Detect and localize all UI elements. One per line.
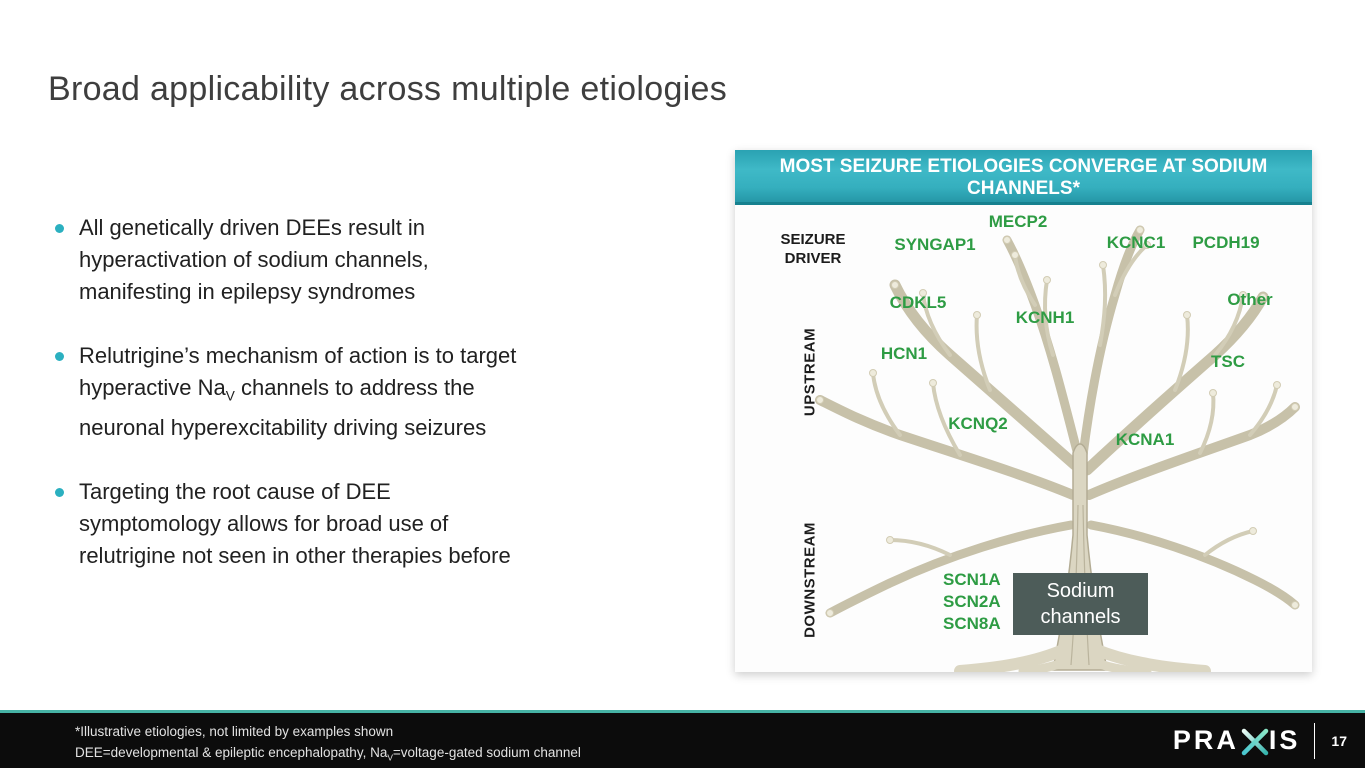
bullet-line: hyperactive NaV channels to address the [79,372,516,412]
bullet-line: relutrigine not seen in other therapies … [79,543,511,569]
bullet-line: neuronal hyperexcitability driving seizu… [79,415,487,441]
bullet-item: Relutrigine’s mechanism of action is to … [55,340,695,444]
rail-label-seizure-driver: SEIZURE DRIVER [780,231,846,267]
logo-letters: PRA [1172,725,1239,755]
gene-label-scn1a: SCN1A [943,570,1001,589]
bullet-item: All genetically driven DEEs result in hy… [55,212,695,308]
logo-divider [1314,722,1316,759]
praxis-logo: PRA IS [1173,725,1301,757]
bullet-text: Targeting the root cause of DEE symptomo… [79,476,511,572]
logo-letters: IS [1268,725,1301,755]
footer-logo-area: PRA IS 17 [1173,713,1347,768]
footnote-line-2: DEE=developmental & epileptic encephalop… [75,742,581,768]
nav-subscript: V [387,752,393,763]
bullet-list: All genetically driven DEEs result in hy… [55,212,695,604]
gene-label-other: Other [1227,290,1273,309]
gene-label-syngap1: SYNGAP1 [894,235,976,254]
gene-label-kcna1: KCNA1 [1115,430,1175,449]
bullet-text: Relutrigine’s mechanism of action is to … [79,340,516,444]
bullet-line: All genetically driven DEEs result in [79,215,426,240]
scn-gene-stack: SCN1A SCN2A SCN8A [943,569,1001,635]
bullet-dot [55,224,64,233]
gene-label-scn2a: SCN2A [943,592,1001,611]
page-title: Broad applicability across multiple etio… [48,70,728,108]
bullet-line-part: channels to address the [234,375,475,400]
bullet-line: symptomology allows for broad use of [79,511,449,537]
sodium-channels-box: Sodium channels [1013,573,1148,635]
bullet-line: Relutrigine’s mechanism of action is to … [79,343,517,368]
gene-label-kcnq2: KCNQ2 [948,414,1008,433]
page-number: 17 [1331,732,1347,749]
footnote-part: =voltage-gated sodium channel [392,745,581,760]
gene-label-cdkl5: CDKL5 [889,293,947,312]
gene-label-kcnh1: KCNH1 [1015,308,1075,327]
bullet-line-part: hyperactive Na [79,375,226,400]
bullet-item: Targeting the root cause of DEE symptomo… [55,476,695,572]
gene-label-kcnc1: KCNC1 [1106,233,1166,252]
gene-label-mecp2: MECP2 [988,212,1048,231]
nav-subscript: V [225,388,235,404]
bullet-line: hyperactivation of sodium channels, [79,247,429,272]
gene-label-scn8a: SCN8A [943,614,1001,633]
rail-label-upstream: UPSTREAM [801,327,819,417]
praxis-x-icon [1241,728,1269,755]
bullet-line: Targeting the root cause of DEE [79,479,391,505]
gene-label-pcdh19: PCDH19 [1192,233,1260,252]
rail-label-downstream: DOWNSTREAM [801,522,819,638]
footer-bar: *Illustrative etiologies, not limited by… [0,710,1365,768]
etiology-panel: MOST SEIZURE ETIOLOGIES CONVERGE AT SODI… [735,150,1312,672]
bullet-line: manifesting in epilepsy syndromes [79,279,416,304]
panel-title-line: MOST SEIZURE ETIOLOGIES CONVERGE AT SODI… [779,156,1268,177]
footnote-part: DEE=developmental & epileptic encephalop… [75,745,388,760]
panel-title-line: CHANNELS* [967,178,1080,199]
bullet-dot [55,488,64,498]
bullet-text: All genetically driven DEEs result in hy… [79,212,429,308]
panel-title: MOST SEIZURE ETIOLOGIES CONVERGE AT SODI… [735,150,1312,205]
gene-label-tsc: TSC [1211,352,1245,371]
footnotes: *Illustrative etiologies, not limited by… [75,721,581,768]
gene-label-hcn1: HCN1 [880,344,928,363]
footnote-line-1: *Illustrative etiologies, not limited by… [75,724,394,739]
bullet-dot [55,352,64,361]
